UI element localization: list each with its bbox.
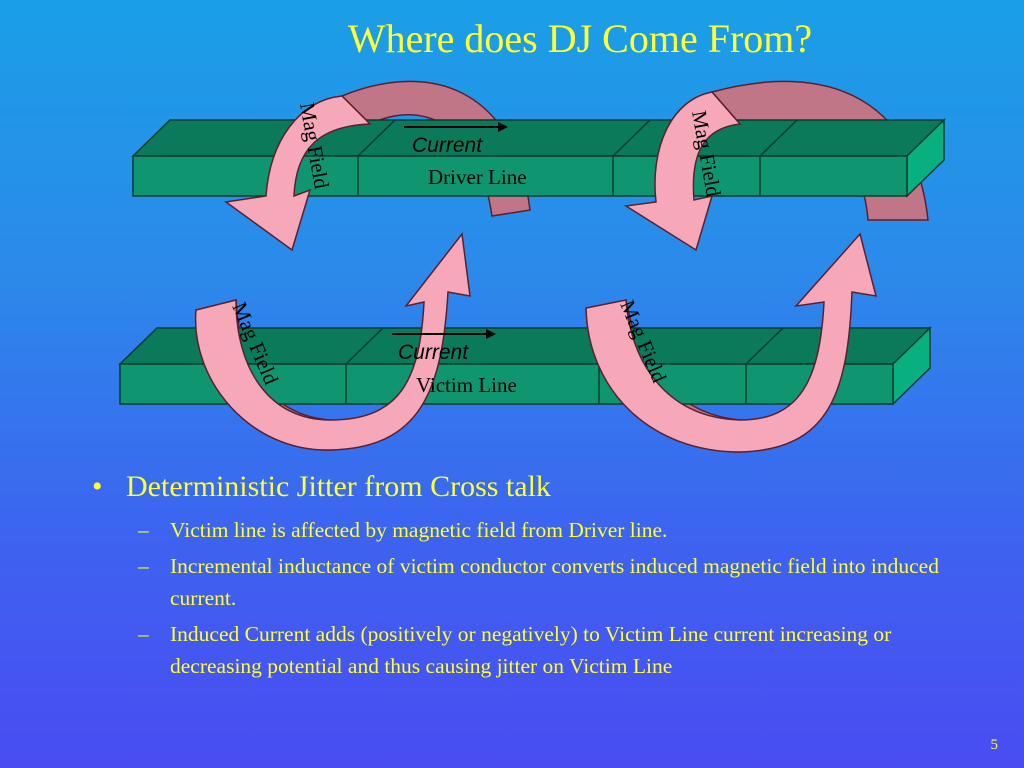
slide-title: Where does DJ Come From? [347,16,813,61]
victim-line-label: Victim Line [416,373,517,397]
driver-line-conductor [131,118,946,198]
bullet-marker: • [92,470,103,503]
sub-bullet-marker: – [138,554,149,578]
sub-bullet-marker: – [138,518,149,542]
sub-bullet: – Victim line is affected by magnetic fi… [138,514,962,546]
sub-bullet-text: Victim line is affected by magnetic fiel… [170,518,668,542]
current-label-driver: Current [412,134,483,157]
sub-bullet: – Induced Current adds (positively or ne… [138,618,962,682]
page-number: 5 [990,737,999,753]
mag-field-arrow-1 [224,95,372,252]
crosstalk-diagram: Current Driver Line Current Victim Line … [118,80,946,453]
mag-field-arrow-3 [623,91,742,252]
current-arrow-victim [392,329,496,339]
current-label-victim: Current [398,341,469,364]
sub-bullet-marker: – [138,622,149,646]
bullet-list: • Deterministic Jitter from Cross talk –… [92,468,962,686]
current-arrow-driver [404,122,508,132]
bullet-main: • Deterministic Jitter from Cross talk [92,468,962,506]
sub-bullet-text: Incremental inductance of victim conduct… [170,554,939,610]
mag-field-arrow-2 [194,232,471,451]
sub-bullet-text: Induced Current adds (positively or nega… [170,622,892,678]
mag-field-arrow-4 [585,232,878,453]
bullet-main-text: Deterministic Jitter from Cross talk [126,470,551,503]
mag-field-arrow-1-back [340,80,531,217]
driver-line-label: Driver Line [428,165,527,189]
sub-bullet: – Incremental inductance of victim condu… [138,550,962,614]
